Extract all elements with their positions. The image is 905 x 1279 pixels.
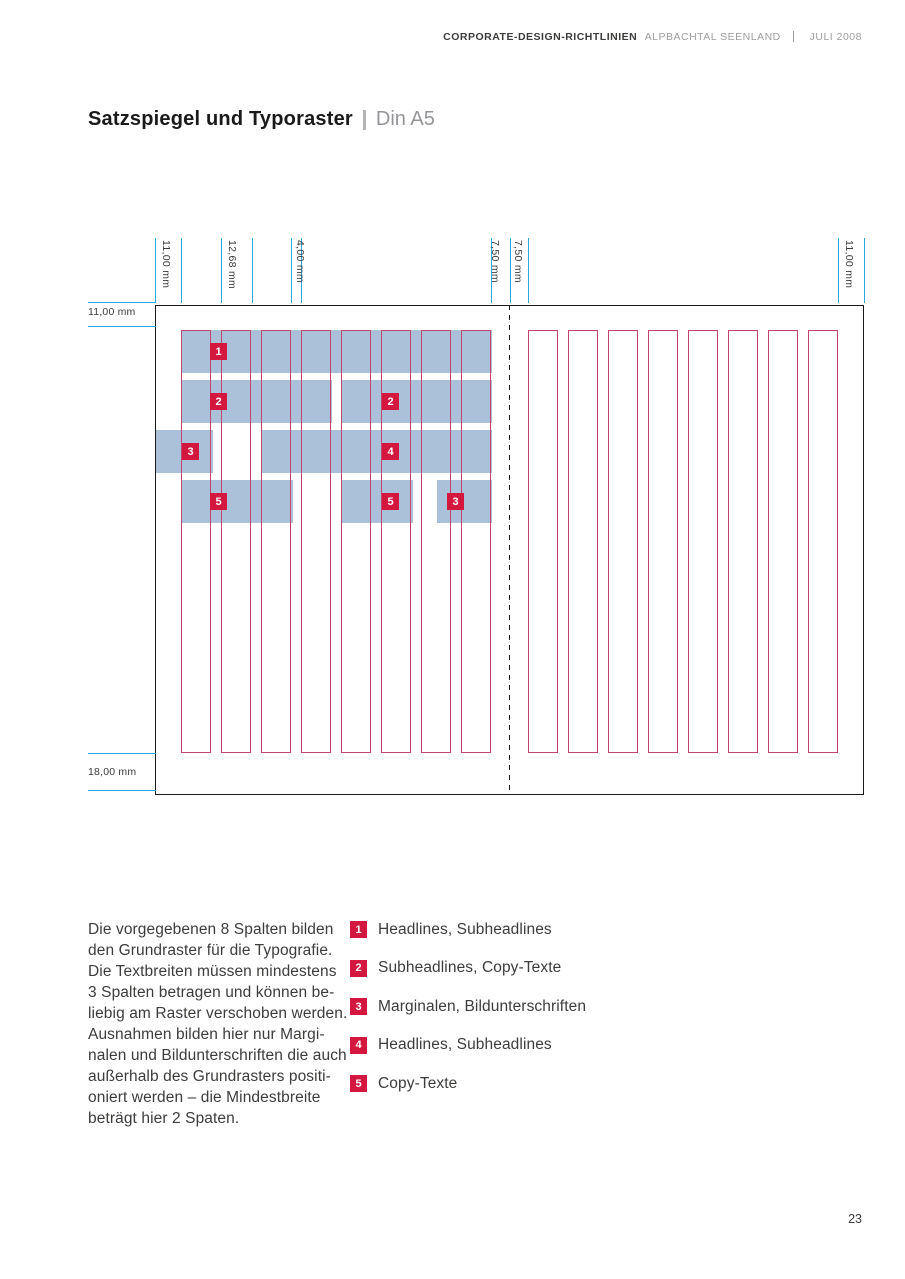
legend-item: 5 Copy-Texte [350, 1075, 586, 1092]
grid-column [261, 330, 291, 753]
measurement-tick [252, 238, 253, 303]
title-divider [362, 109, 366, 130]
legend-label: Subheadlines, Copy-Texte [378, 959, 562, 976]
block-number-badge: 2 [382, 393, 399, 410]
legend-item: 4 Headlines, Subheadlines [350, 1036, 586, 1054]
measurement-label: 7,50 mm [512, 240, 524, 283]
legend-label: Headlines, Subheadlines [378, 920, 552, 938]
grid-column [608, 330, 638, 753]
measurement-tick [491, 238, 492, 303]
grid-column [768, 330, 798, 753]
header-date: JULI 2008 [809, 31, 862, 43]
measurement-tick [838, 238, 839, 303]
measurement-tick [510, 238, 511, 303]
grid-column [688, 330, 718, 753]
legend-item: 1 Headlines, Subheadlines [350, 921, 586, 938]
grid-column [648, 330, 678, 753]
page-title: Satzspiegel und Typoraster Din A5 [88, 108, 435, 131]
measurement-tick [864, 238, 865, 303]
legend-item: 3 Marginalen, Bildunterschriften [350, 998, 586, 1015]
text-block-bar [181, 480, 293, 523]
header-divider [793, 31, 795, 42]
measurement-tick [88, 326, 156, 327]
grid-column [528, 330, 558, 753]
header-title: CORPORATE-DESIGN-RICHTLINIEN [443, 31, 638, 43]
block-number-badge: 5 [210, 493, 227, 510]
legend-label: Marginalen, Bildunterschriften [378, 997, 587, 1015]
text-block-bar [341, 380, 492, 423]
text-block-bar [181, 380, 332, 423]
text-block-bar [437, 480, 492, 523]
block-number-badge: 4 [382, 443, 399, 460]
measurement-tick [88, 302, 156, 303]
page-number: 23 [848, 1212, 862, 1226]
document-header: CORPORATE-DESIGN-RICHTLINIEN ALPBACHTAL … [443, 31, 862, 43]
text-block-bar [181, 330, 492, 373]
measurement-label: 12,68 mm [226, 240, 238, 290]
measurement-label: 4,00 mm [294, 240, 306, 283]
measurement-label: 11,00 mm [88, 306, 136, 318]
grid-column [221, 330, 251, 753]
grid-column [381, 330, 411, 753]
measurement-tick [291, 238, 292, 303]
measurement-label: 11,00 mm [160, 240, 172, 289]
measurement-tick [155, 238, 156, 303]
text-block-bar [261, 430, 492, 473]
grid-column [728, 330, 758, 753]
text-block-bar [341, 480, 413, 523]
grid-column [341, 330, 371, 753]
legend-number-badge: 5 [350, 1075, 367, 1092]
legend-number-badge: 4 [350, 1036, 367, 1054]
block-number-badge: 3 [182, 443, 199, 460]
grid-column [181, 330, 211, 753]
block-number-badge: 2 [210, 393, 227, 410]
measurement-tick [221, 238, 222, 303]
legend-number-badge: 3 [350, 998, 367, 1015]
measurement-tick [88, 790, 156, 791]
body-text: Die vorgegebenen 8 Spalten bilden den Gr… [88, 921, 348, 1127]
block-number-badge: 5 [382, 493, 399, 510]
legend-label: Headlines, Subheadlines [378, 1036, 552, 1053]
grid-column [461, 330, 491, 753]
measurement-label: 11,00 mm [843, 240, 855, 289]
legend-number-badge: 2 [350, 959, 367, 977]
legend-number-badge: 1 [350, 921, 367, 938]
legend-label: Copy-Texte [378, 1074, 458, 1092]
block-number-badge: 1 [210, 343, 227, 360]
block-number-badge: 3 [447, 493, 464, 510]
title-main: Satzspiegel und Typoraster [88, 108, 353, 130]
grid-column [421, 330, 451, 753]
measurement-label: 7,50 mm [489, 240, 501, 283]
grid-column [301, 330, 331, 753]
measurement-label: 18,00 mm [88, 766, 137, 778]
grid-column [568, 330, 598, 753]
grid-column [808, 330, 838, 753]
legend-item: 2 Subheadlines, Copy-Texte [350, 959, 586, 977]
title-subtitle: Din A5 [375, 108, 435, 130]
measurement-tick [301, 238, 302, 303]
page-fold-dashed-line [509, 305, 510, 795]
measurement-tick [181, 238, 182, 303]
measurement-tick [528, 238, 529, 303]
measurement-tick [88, 753, 156, 754]
header-brand: ALPBACHTAL SEENLAND [644, 31, 781, 43]
